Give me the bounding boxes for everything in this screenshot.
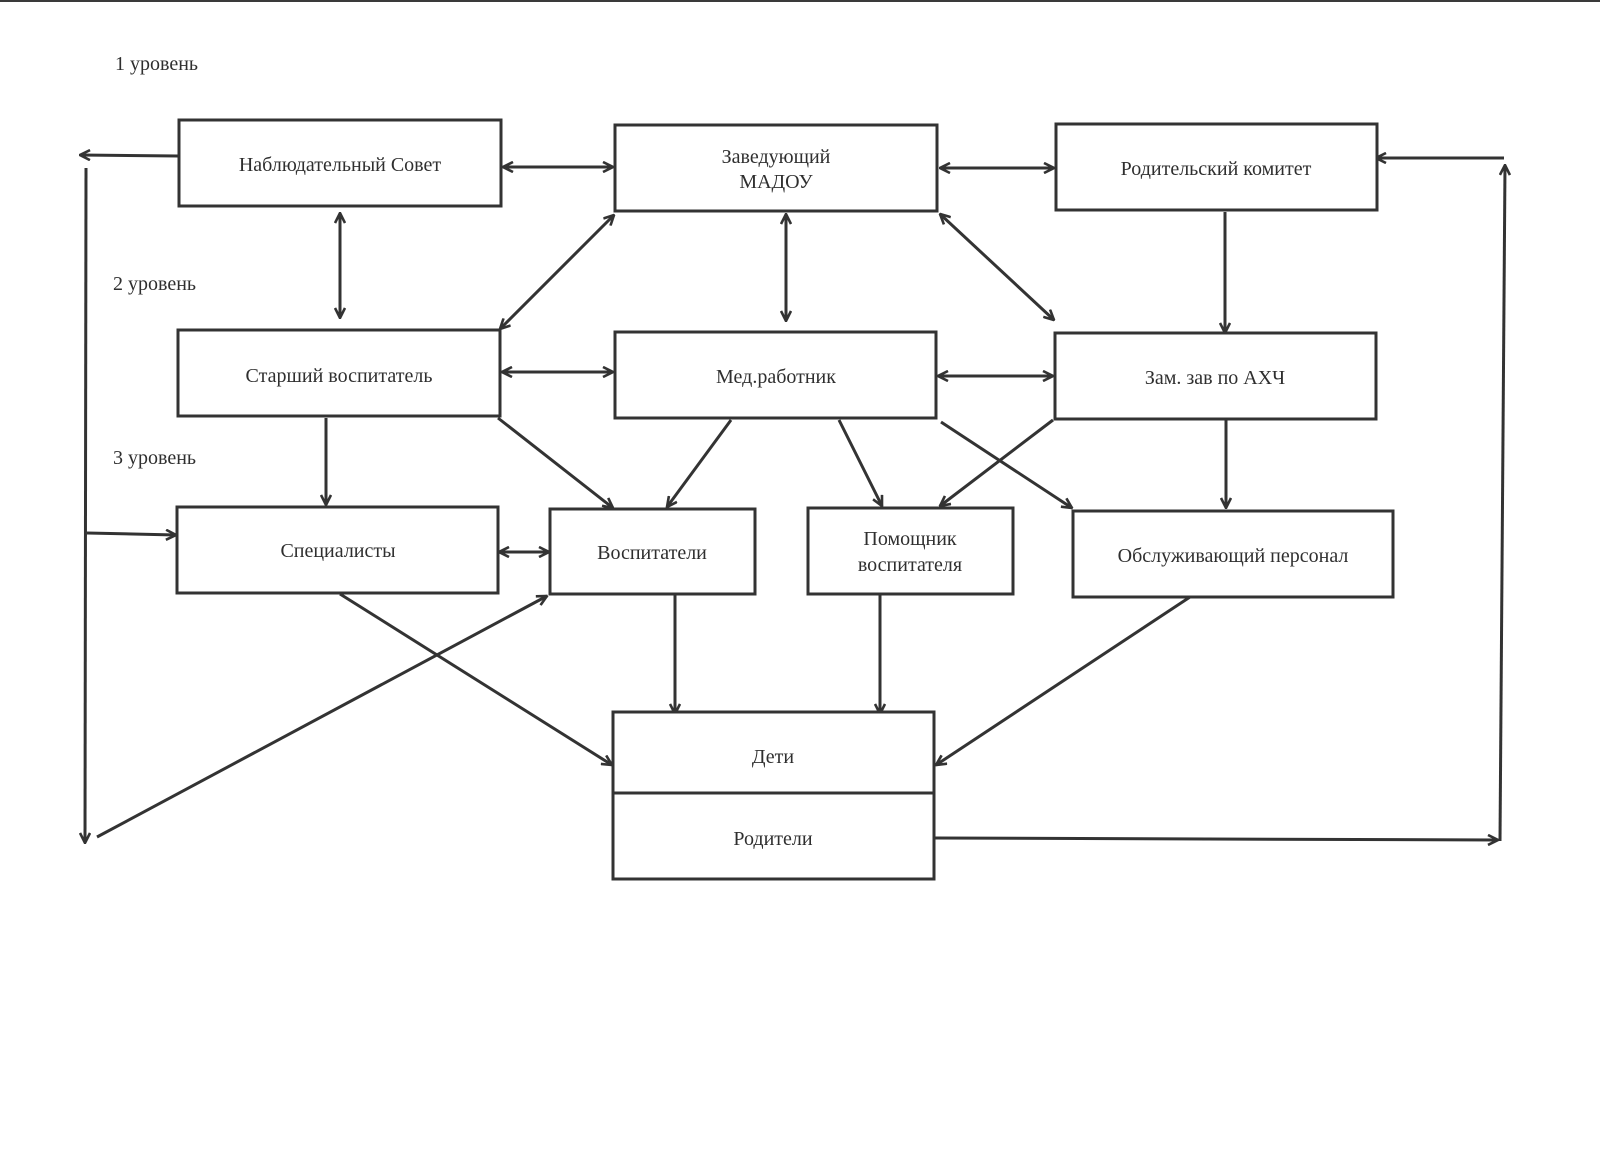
- node-label: Мед.работник: [716, 366, 836, 388]
- node-starshiy-vospitatel: Старший воспитатель: [176, 328, 502, 418]
- left-vertical-line: [85, 167, 86, 843]
- level-2-label: 2 уровень: [113, 273, 196, 295]
- edge-zaveduyushchiy-zamzav: [940, 214, 1054, 320]
- node-label-line-1: Заведующий: [722, 146, 831, 168]
- edge-med-vospitateli: [667, 419, 733, 507]
- node-deti: Дети: [611, 710, 936, 795]
- edge-zaveduyushchiy-starshiy: [500, 215, 614, 329]
- node-label: Воспитатели: [597, 542, 707, 564]
- connectors: [80, 155, 1505, 843]
- node-obsluzhivayushchiy-personal: Обслуживающий персонал: [1071, 509, 1395, 599]
- node-label: Зам. зав по АХЧ: [1145, 367, 1285, 389]
- page-top-border: [0, 0, 1600, 2]
- edge-left-to-spetsialisty: [86, 533, 176, 535]
- node-label: Наблюдательный Совет: [239, 154, 442, 176]
- edge-zamzav-pomoshchnik: [940, 418, 1054, 506]
- node-label: Дети: [752, 746, 795, 768]
- node-label: Родители: [733, 828, 813, 850]
- node-label-line-2: воспитателя: [858, 554, 962, 576]
- level-3-label: 3 уровень: [113, 447, 196, 469]
- node-label: Старший воспитатель: [246, 365, 433, 387]
- node-label: Обслуживающий персонал: [1118, 545, 1349, 567]
- right-vertical-line: [1498, 165, 1505, 842]
- node-nablyudatelnyy-sovet: Наблюдательный Совет: [177, 118, 503, 208]
- node-med-rabotnik: Мед.работник: [613, 330, 938, 420]
- node-label-line-1: Помощник: [863, 528, 957, 550]
- node-label: Родительский комитет: [1121, 158, 1312, 180]
- edge-left-to-vospitateli: [96, 596, 547, 839]
- node-vospitateli: Воспитатели: [548, 507, 757, 596]
- edge-med-pomoshchnik: [837, 419, 884, 506]
- node-zam-zav-po-akhch: Зам. зав по АХЧ: [1053, 331, 1378, 421]
- edge-med-obsluzh: [940, 420, 1072, 508]
- level-1-label: 1 уровень: [115, 53, 198, 75]
- edge-starshiy-vospitateli: [497, 416, 613, 508]
- edge-obsluzh-deti: [936, 595, 1191, 765]
- edge-sovet-left-out: [80, 155, 179, 156]
- node-roditeli: Родители: [611, 791, 936, 881]
- edge-spetsialisty-deti: [339, 592, 612, 765]
- node-roditelskiy-komitet: Родительский комитет: [1054, 122, 1379, 212]
- node-spetsialisty: Специалисты: [175, 505, 500, 595]
- node-zaveduyushchiy-madou: Заведующий МАДОУ: [613, 123, 939, 213]
- node-pomoshchnik-vospitatelya: Помощник воспитателя: [806, 506, 1015, 596]
- node-label: Специалисты: [280, 540, 395, 562]
- edge-roditeli-right-out: [934, 838, 1498, 840]
- node-label-line-2: МАДОУ: [739, 171, 813, 193]
